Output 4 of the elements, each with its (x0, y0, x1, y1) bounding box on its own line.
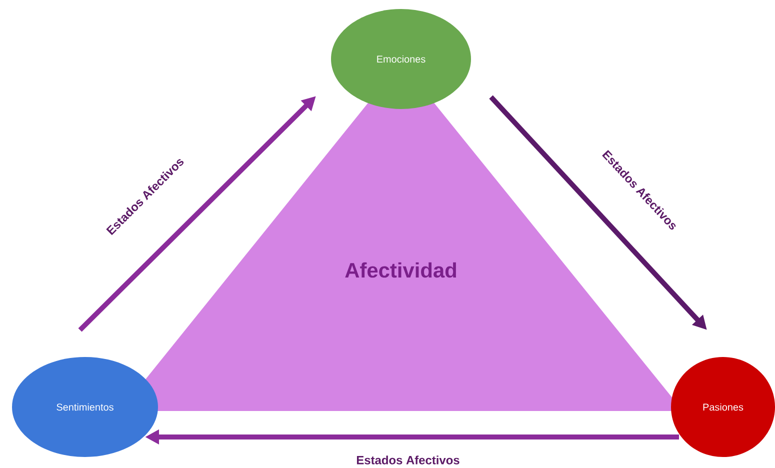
ellipse-node: Sentimientos (12, 357, 158, 457)
edge-label: Estados Afectivos (356, 456, 460, 464)
ellipse-node: Emociones (331, 9, 471, 109)
ellipse-node: Pasiones (671, 357, 775, 457)
